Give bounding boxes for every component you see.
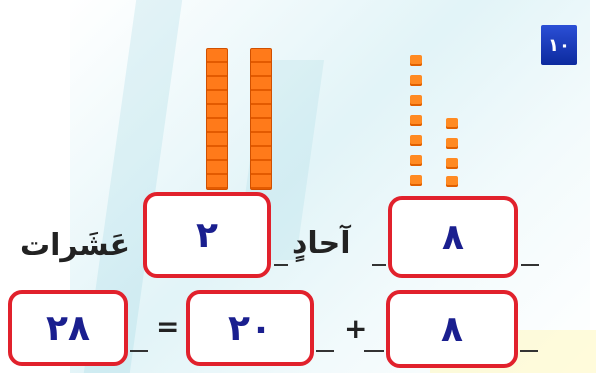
ones-value-box[interactable]: ٨ <box>386 290 518 368</box>
equals-sign: = <box>156 310 180 343</box>
blank-line <box>130 350 148 352</box>
blank-line <box>364 350 384 352</box>
unit-cube <box>410 55 422 66</box>
blank-line <box>372 264 386 266</box>
unit-cube <box>410 115 422 126</box>
tens-rod <box>250 48 272 190</box>
plus-sign: + <box>344 312 368 345</box>
unit-cube <box>410 95 422 106</box>
unit-cube <box>410 155 422 166</box>
ones-count-box[interactable]: ٨ <box>388 196 518 278</box>
question-number-badge: ١٠ <box>541 25 577 65</box>
unit-cube <box>446 176 458 187</box>
blank-line <box>521 264 539 266</box>
blank-line <box>520 350 538 352</box>
unit-cube <box>446 158 458 169</box>
tens-count-box[interactable]: ٢ <box>143 192 271 278</box>
tens-value-box[interactable]: ٢٠ <box>186 290 314 366</box>
unit-cube <box>410 135 422 146</box>
tens-label: عَشَرات <box>20 228 131 263</box>
unit-cube <box>446 138 458 149</box>
unit-cube <box>410 75 422 86</box>
blank-line <box>316 350 334 352</box>
sum-result-box[interactable]: ٢٨ <box>8 290 128 366</box>
unit-cube <box>410 175 422 186</box>
unit-cube <box>446 118 458 129</box>
tens-rod <box>206 48 228 190</box>
ones-label: آحادٍ <box>292 226 351 261</box>
blank-line <box>274 264 288 266</box>
